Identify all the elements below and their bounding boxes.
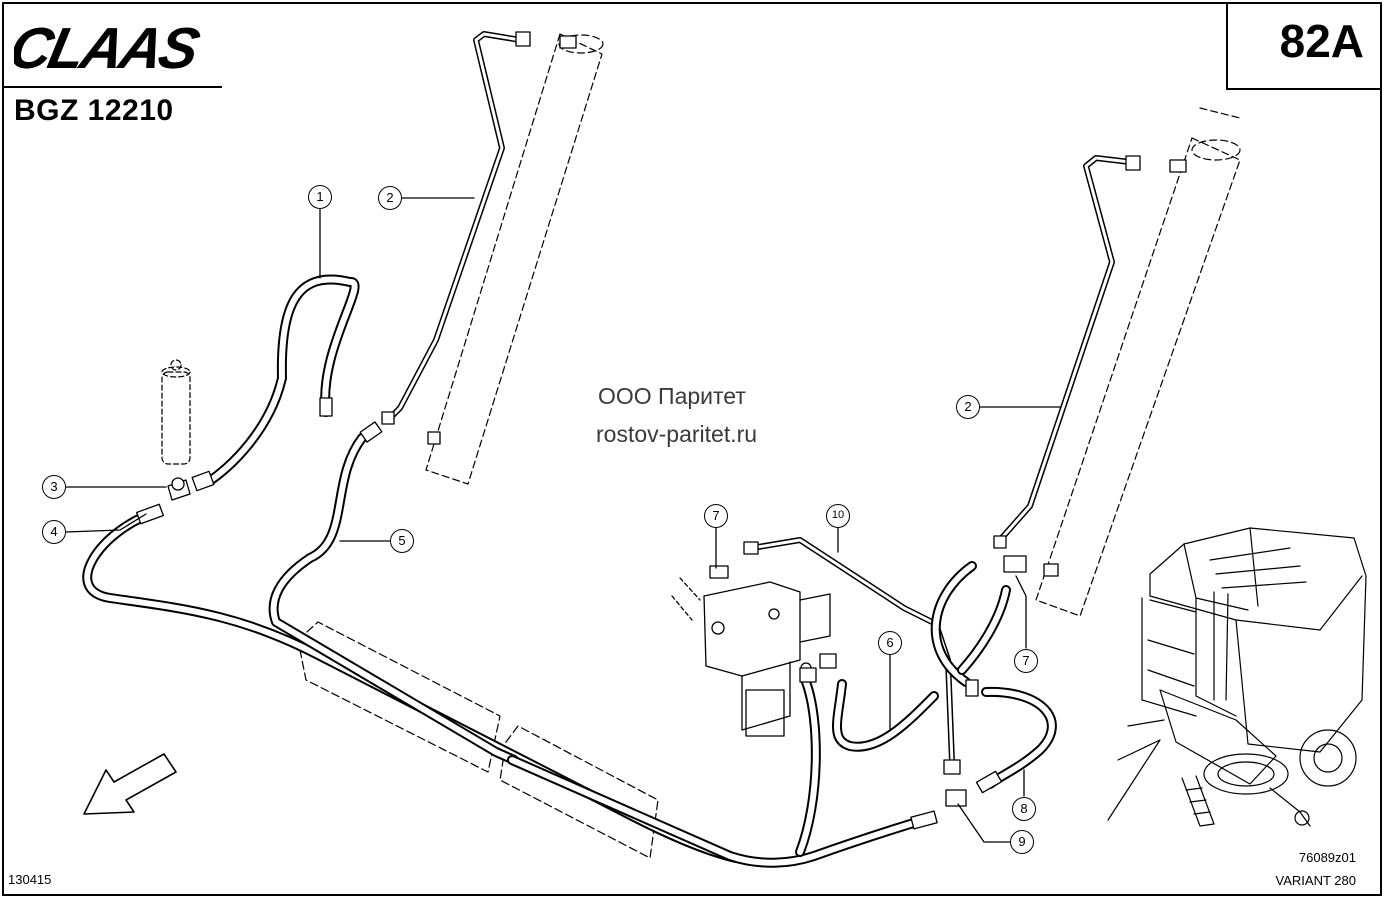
direction-arrow bbox=[83, 753, 177, 815]
hose-8 bbox=[981, 686, 1057, 789]
machine-illustration bbox=[1107, 527, 1367, 827]
watermark-website: rostov-paritet.ru bbox=[596, 421, 758, 447]
hose-6 bbox=[832, 679, 939, 752]
callout-9: 9 bbox=[1010, 830, 1034, 854]
claas-logo: CLAAS bbox=[14, 17, 205, 76]
callout-6: 6 bbox=[878, 631, 902, 655]
fittings bbox=[136, 31, 1187, 830]
phantom-cylinder-left bbox=[425, 33, 604, 485]
callout-10: 10 bbox=[826, 504, 850, 528]
callout-7-left: 7 bbox=[704, 504, 728, 528]
callout-7-right: 7 bbox=[1014, 649, 1038, 673]
hose-1 bbox=[203, 274, 360, 487]
pipe-10 bbox=[749, 537, 955, 765]
callout-4: 4 bbox=[42, 520, 66, 544]
pipe-2-left bbox=[385, 31, 523, 423]
callout-2-left: 2 bbox=[378, 186, 402, 210]
hose-lower-return bbox=[507, 677, 935, 868]
callout-2-right: 2 bbox=[956, 395, 980, 419]
callout-8: 8 bbox=[1012, 797, 1036, 821]
page-number-box bbox=[1226, 4, 1382, 90]
print-number: 130415 bbox=[8, 872, 52, 887]
variant-label: VARIANT 280 bbox=[1275, 873, 1356, 888]
watermark-company: ООО Паритет bbox=[598, 383, 746, 409]
phantom-cylinder-right bbox=[1035, 107, 1241, 617]
page-number: 82A bbox=[1279, 15, 1364, 67]
hose-7 bbox=[930, 561, 1011, 687]
callout-5: 5 bbox=[390, 529, 414, 553]
callout-1: 1 bbox=[308, 185, 332, 209]
hose-5 bbox=[268, 433, 519, 765]
accumulator bbox=[161, 359, 191, 465]
callout-3: 3 bbox=[42, 475, 66, 499]
drawing-number: 76089z01 bbox=[1298, 850, 1356, 865]
leader-lines bbox=[65, 197, 1061, 843]
document-code: BGZ 12210 bbox=[14, 94, 174, 127]
header-rule bbox=[4, 86, 222, 88]
pipe-2-right bbox=[997, 155, 1133, 543]
claas-logo-text: CLAAS bbox=[14, 17, 205, 76]
